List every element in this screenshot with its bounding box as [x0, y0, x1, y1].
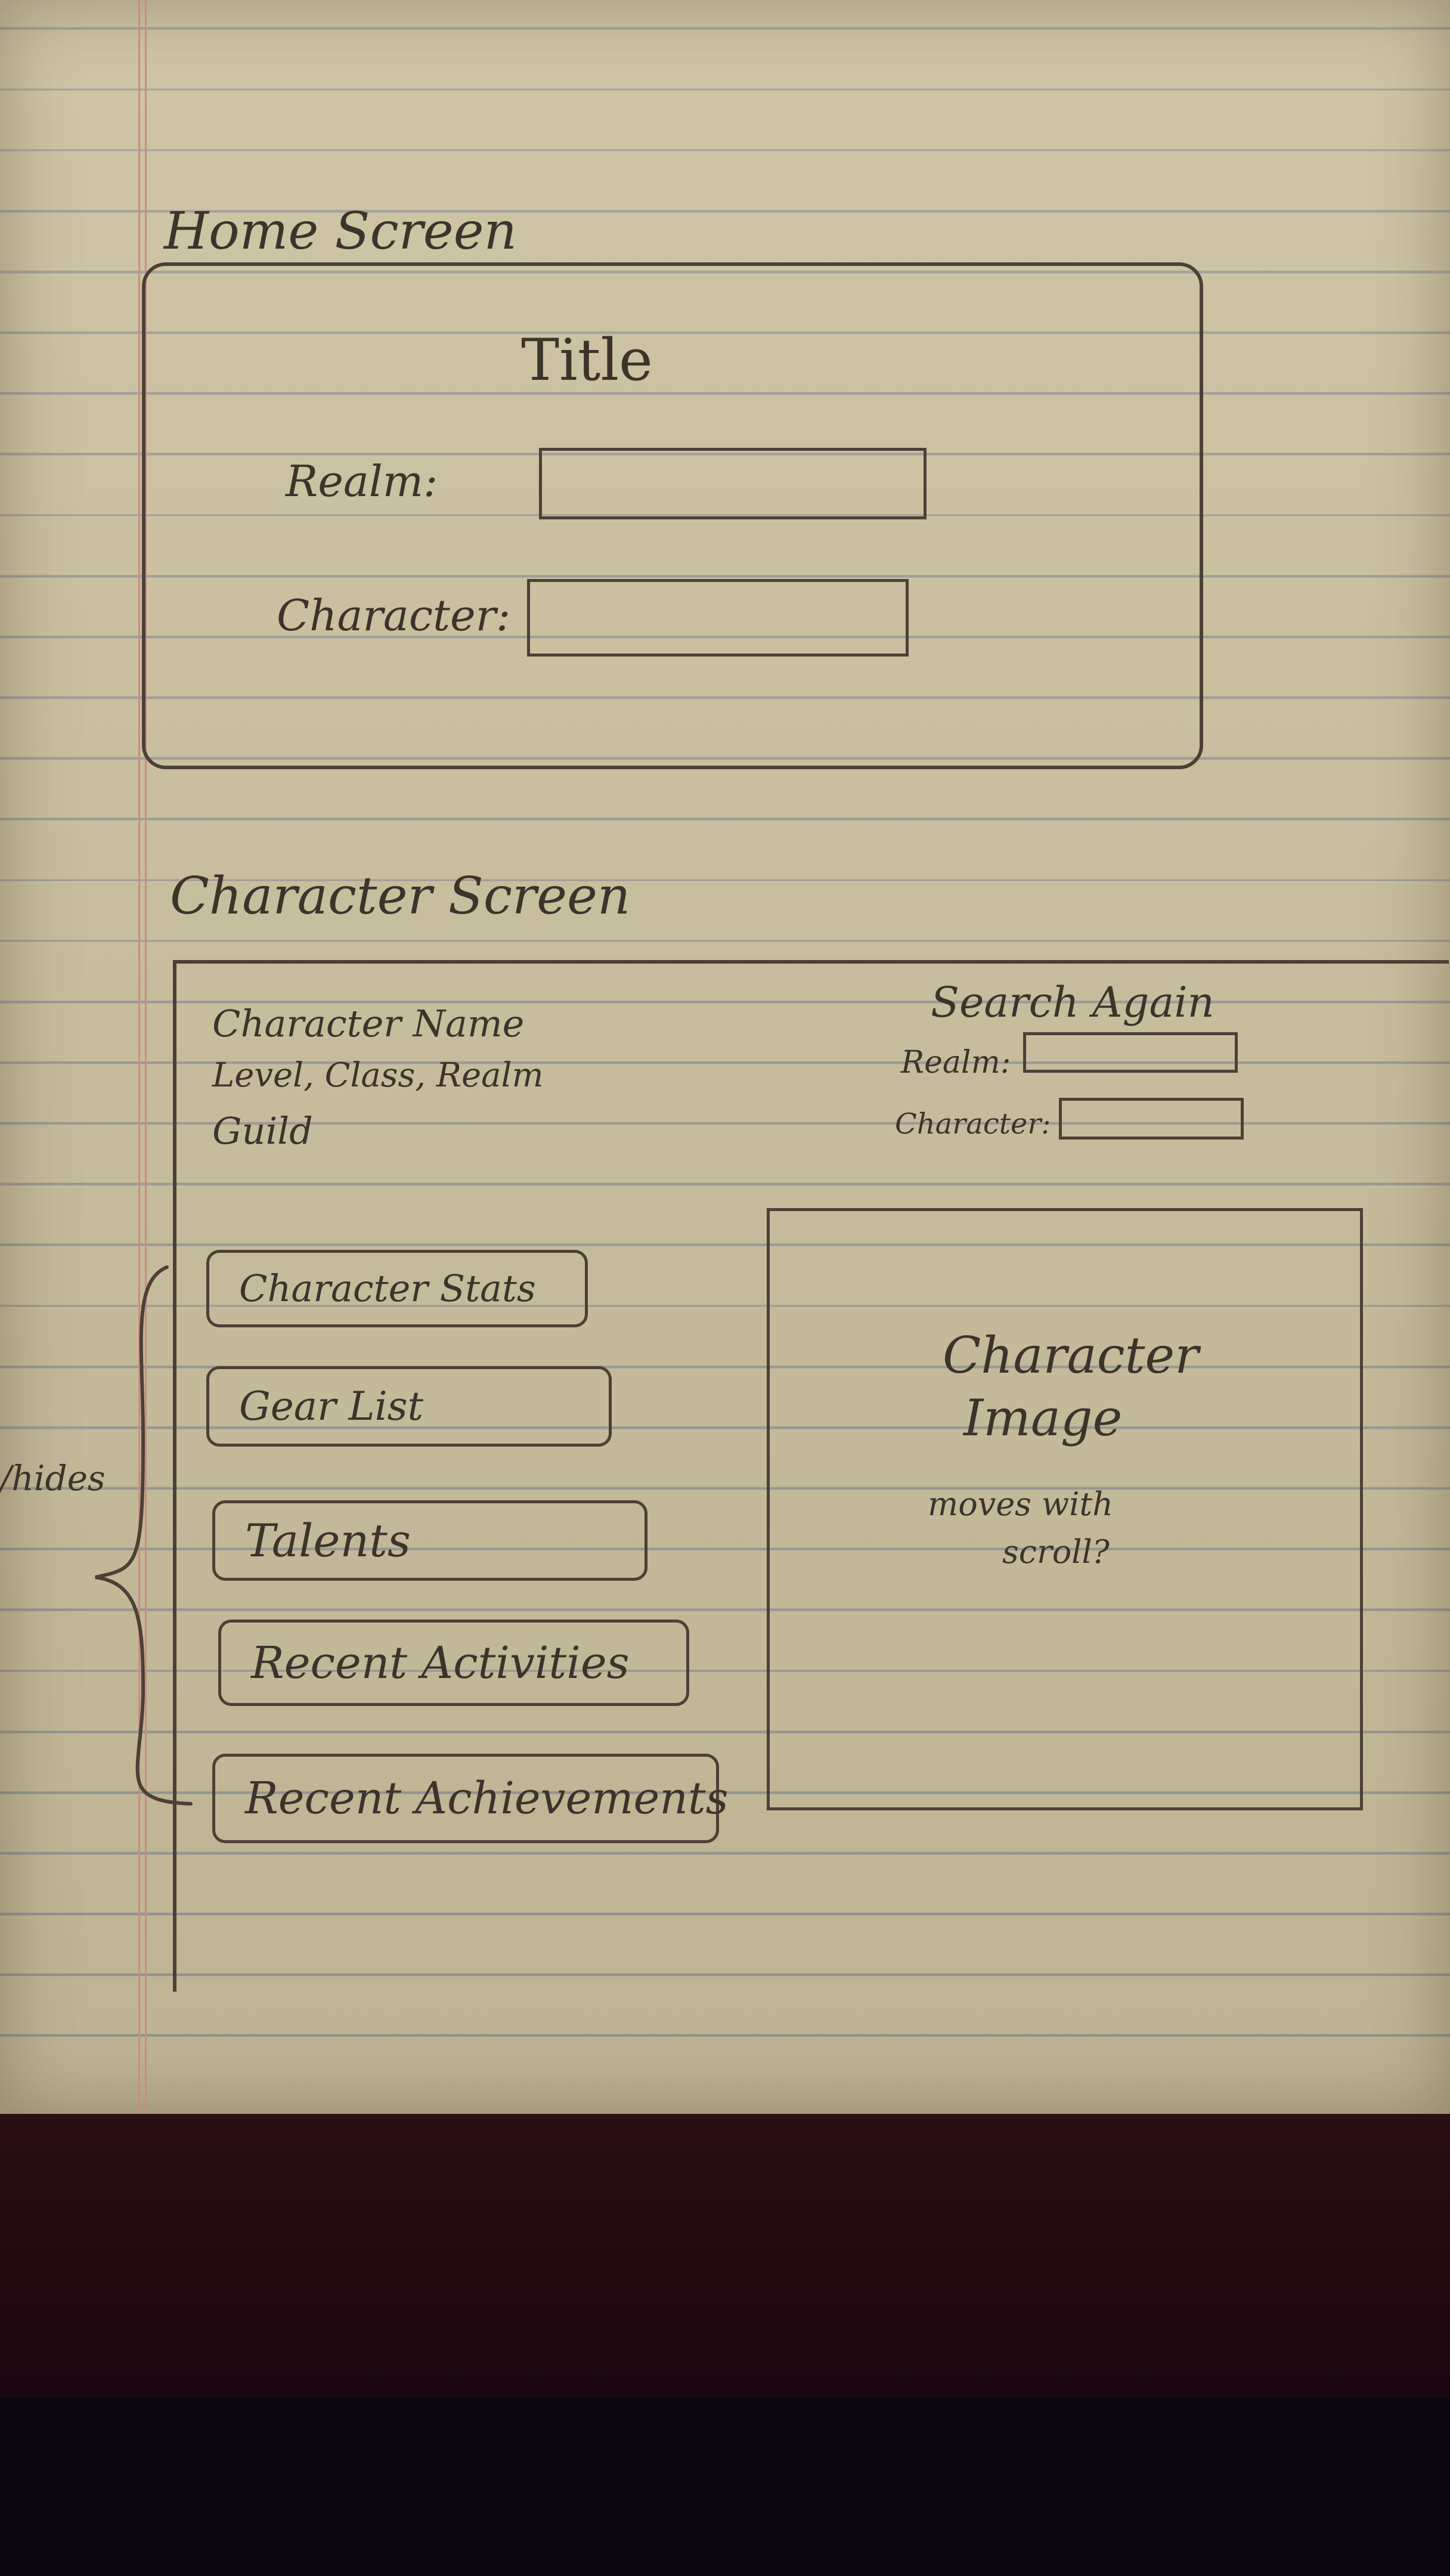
character-name: Character Name	[212, 1002, 525, 1045]
section-button-talents[interactable]: Talents	[212, 1500, 647, 1581]
image-note-line2: scroll?	[1002, 1533, 1110, 1571]
character-image-panel: Character Image moves with scroll?	[767, 1208, 1363, 1810]
notebook-paper: Home Screen Title Realm: Character: Char…	[0, 0, 1450, 2114]
realm-input[interactable]	[539, 448, 927, 519]
section-button-character-stats[interactable]: Character Stats	[206, 1250, 588, 1327]
home-screen-frame: Title Realm: Character:	[142, 262, 1203, 769]
search-character-input[interactable]	[1059, 1098, 1244, 1140]
home-title: Title	[521, 327, 653, 394]
search-again-heading: Search Again	[931, 978, 1214, 1027]
section-label: Recent Achievements	[245, 1773, 729, 1824]
margin-line	[138, 0, 147, 2114]
section-button-recent-achievements[interactable]: Recent Achievements	[212, 1754, 729, 1843]
section-button-gear-list[interactable]: Gear List	[206, 1366, 612, 1447]
section-label: Recent Activities	[251, 1637, 630, 1689]
image-title-line2: Image	[963, 1389, 1123, 1447]
character-guild: Guild	[212, 1109, 313, 1153]
curly-bracket-icon	[95, 1265, 193, 1806]
search-realm-label: Realm:	[901, 1045, 1011, 1080]
section-label: Character Stats	[239, 1267, 536, 1310]
character-level-class-realm: Level, Class, Realm	[212, 1056, 544, 1095]
image-note-line1: moves with	[928, 1485, 1114, 1523]
character-screen-heading: Character Screen	[170, 866, 631, 926]
character-screen-frame: Character Name Level, Class, Realm Guild…	[173, 960, 1449, 1992]
side-note-hides: /hides	[0, 1458, 106, 1498]
character-input[interactable]	[527, 579, 909, 657]
background-floor	[0, 2397, 1450, 2576]
section-label: Gear List	[239, 1383, 423, 1429]
section-label: Talents	[245, 1513, 411, 1567]
table-surface	[0, 2114, 1450, 2397]
realm-label: Realm:	[286, 456, 438, 506]
character-label: Character:	[277, 590, 511, 640]
image-title-line1: Character	[943, 1326, 1199, 1385]
search-realm-input[interactable]	[1023, 1032, 1238, 1073]
home-screen-heading: Home Screen	[164, 202, 517, 261]
search-character-label: Character:	[895, 1107, 1051, 1141]
section-button-recent-activities[interactable]: Recent Activities	[218, 1620, 689, 1706]
